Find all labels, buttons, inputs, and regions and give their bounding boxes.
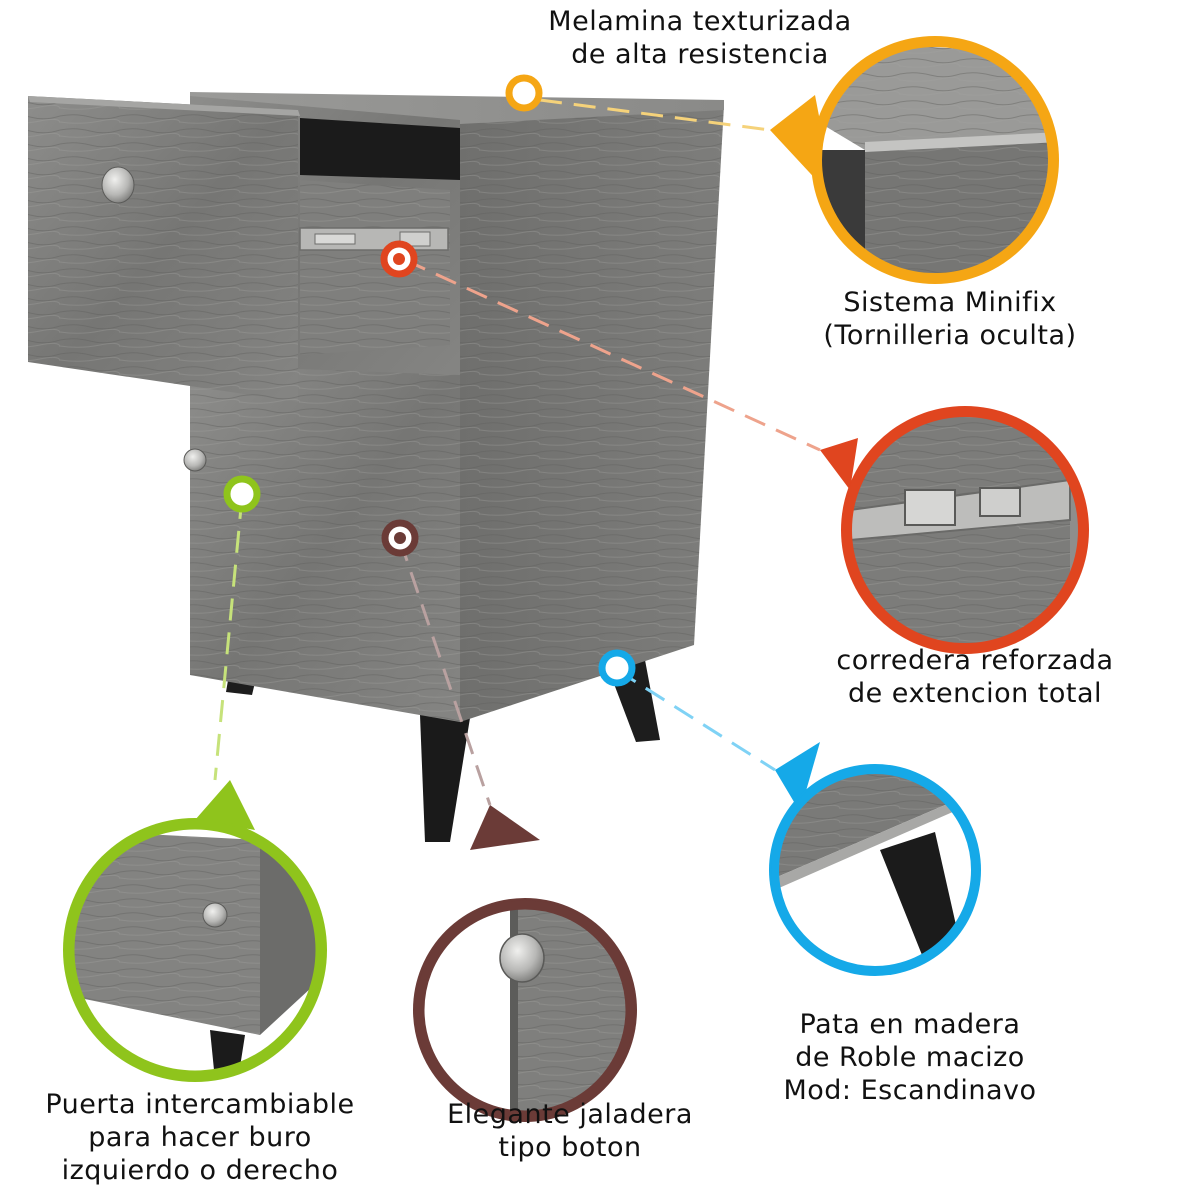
- label-corredera: corredera reforzada de extencion total: [836, 645, 1114, 709]
- marker-dot-melamina: [505, 74, 543, 112]
- connector-corredera: [404, 258, 821, 452]
- leg-front-left: [420, 715, 470, 842]
- zoom-circle-corredera: [820, 406, 1089, 654]
- zoom-circle-melamina: [770, 36, 1059, 284]
- door-knob: [183, 448, 207, 472]
- connector-lines: [213, 98, 821, 806]
- drawer-opening: [300, 118, 460, 180]
- drawer-knob: [101, 166, 135, 204]
- cabinet-top: [190, 92, 724, 124]
- connector-jaladera: [398, 539, 492, 806]
- connector-melamina: [539, 98, 771, 132]
- markers: [223, 74, 636, 687]
- zoom-circle-puerta: [63, 780, 327, 1082]
- marker-dot-puerta: [223, 475, 261, 513]
- zoom-circle-jaladera: [413, 805, 637, 1122]
- marker-dot-pata: [598, 649, 636, 687]
- label-melamina: Melamina texturizada de alta resistencia: [548, 6, 852, 70]
- nightstand: [28, 92, 724, 842]
- label-pata: Pata en madera de Roble macizo Mod: Esca…: [783, 1009, 1037, 1106]
- connector-pata: [616, 668, 776, 772]
- connector-puerta: [213, 496, 244, 781]
- label-jaladera: Elegante jaladera tipo boton: [447, 1099, 693, 1163]
- label-minifix: Sistema Minifix (Tornilleria oculta): [823, 287, 1077, 351]
- zoom-circle-pata: [769, 742, 981, 976]
- label-puerta: Puerta intercambiable para hacer buro iz…: [45, 1089, 355, 1186]
